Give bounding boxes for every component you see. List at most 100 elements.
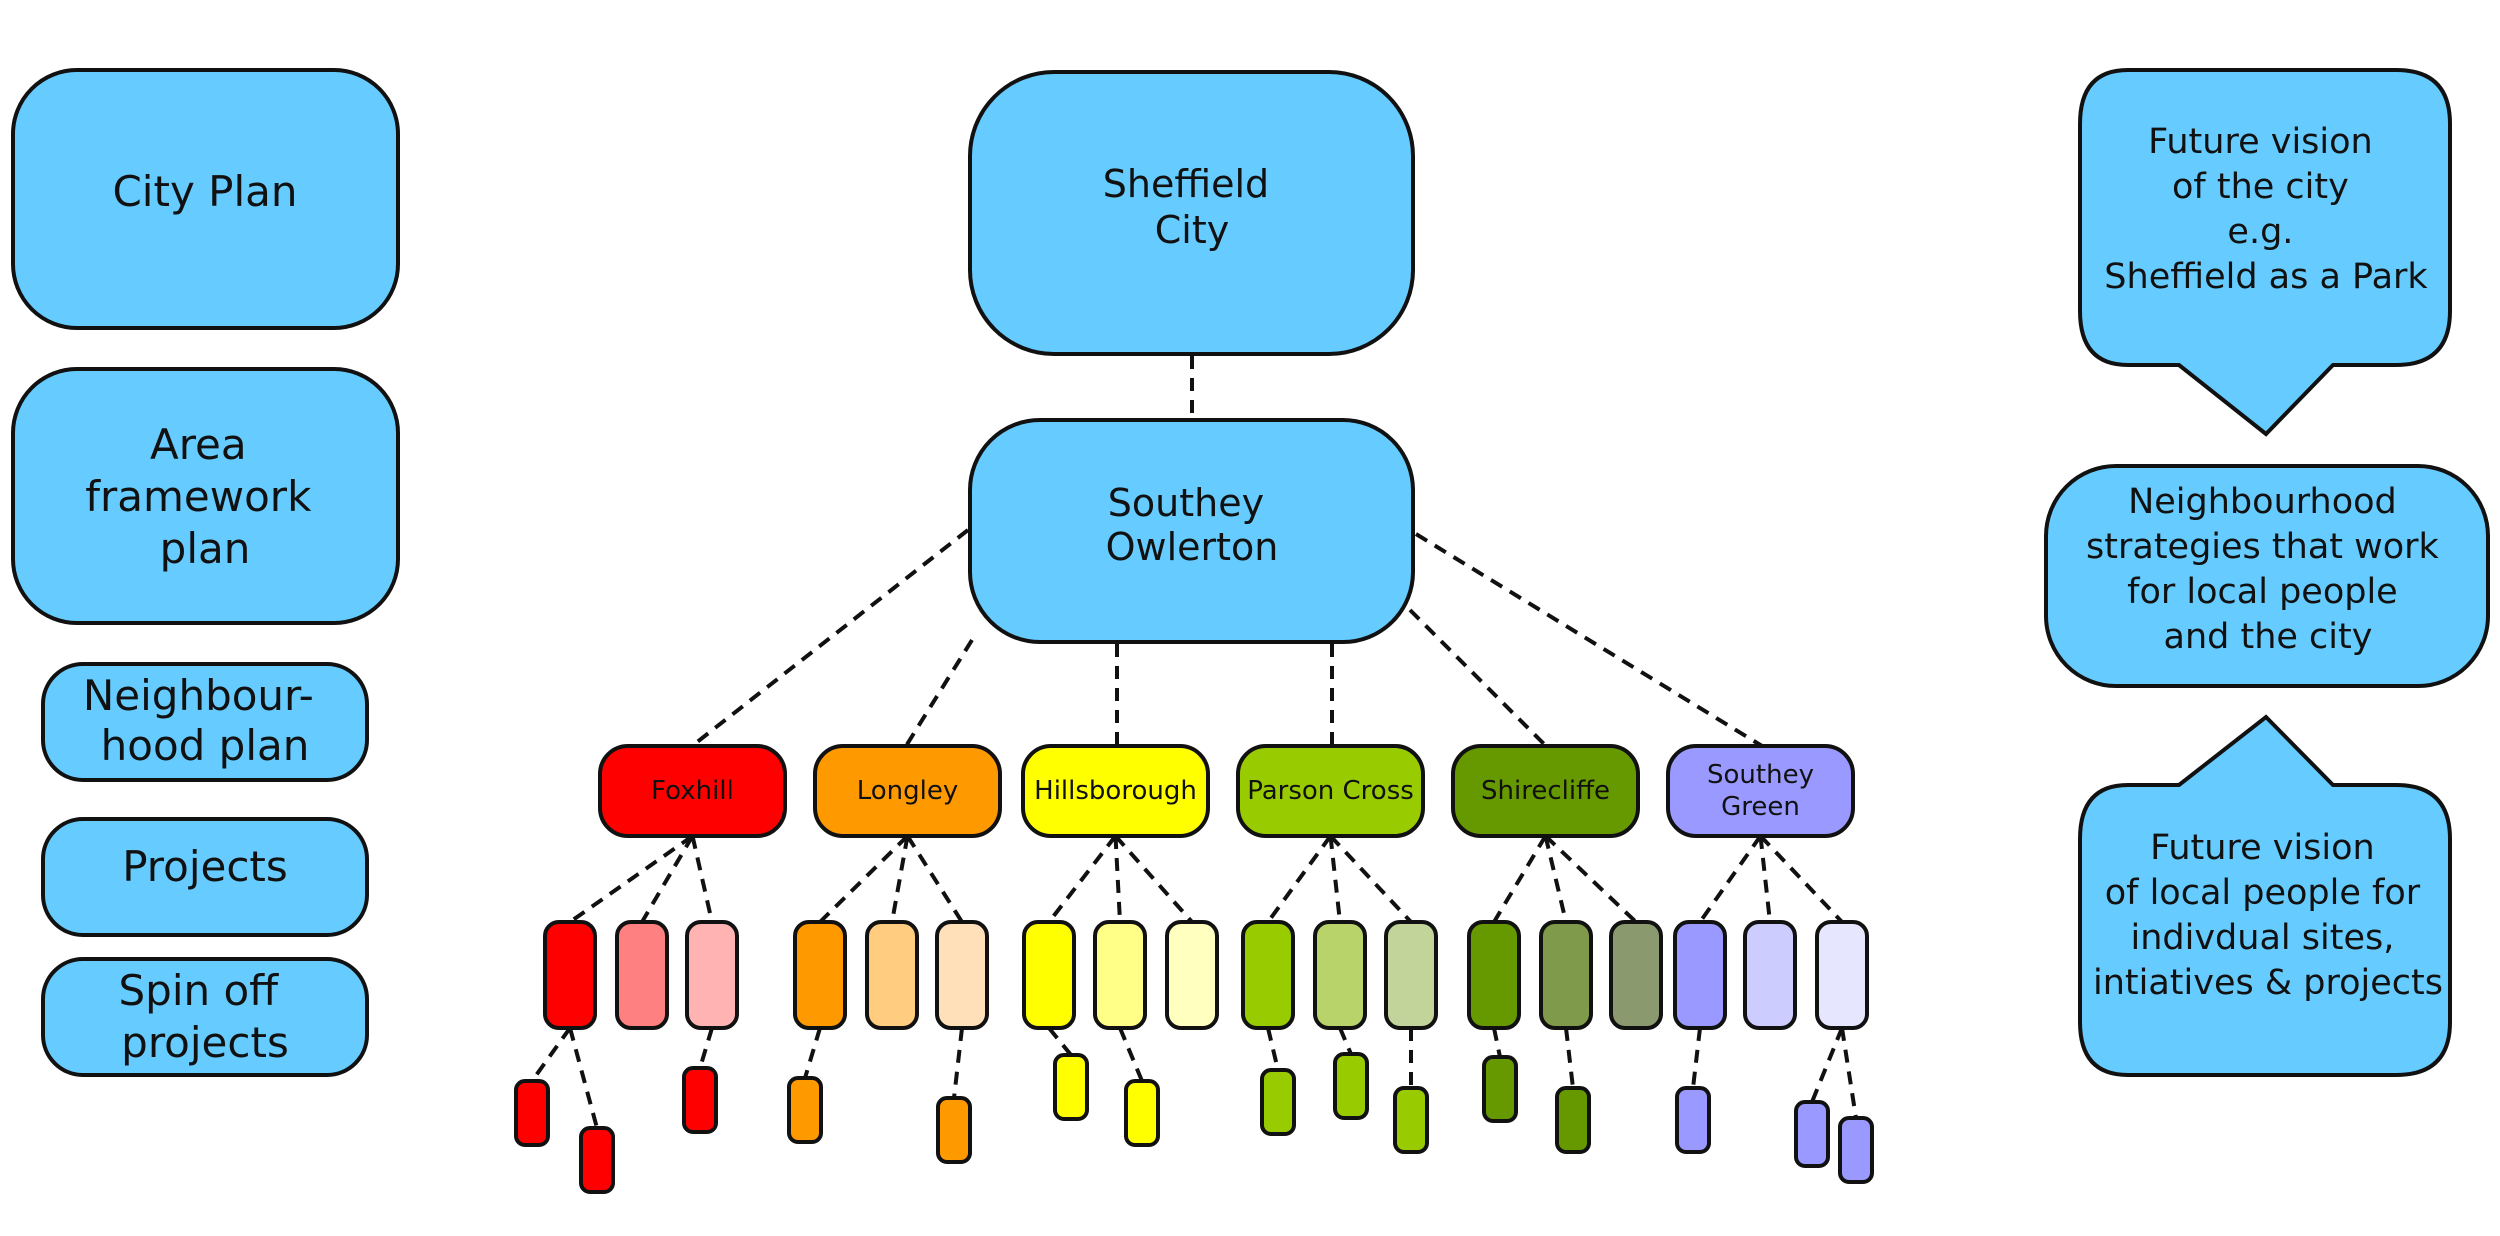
neighbourhood-box-hillsborough <box>1021 744 1210 838</box>
spin-off-node-parson-cross <box>1333 1052 1369 1120</box>
note-label-line: strategies that work <box>2086 527 2440 567</box>
connector-hillsborough-project <box>1114 834 1194 924</box>
connector-hillsborough-project <box>1113 835 1122 923</box>
project-node-shirecliffe <box>1467 920 1521 1030</box>
spin-off-node-parson-cross <box>1260 1068 1296 1136</box>
connector-southey-green-project <box>1759 834 1844 924</box>
connector-foxhill-spin-off <box>698 1027 714 1069</box>
connector-parson-cross-spin-off <box>1338 1027 1353 1055</box>
spin-off-nodes <box>514 1052 1874 1194</box>
level-box-spin-off-projects <box>41 957 369 1077</box>
note-label-future-vision-local: Future vision of local people for indivd… <box>2093 828 2443 1003</box>
connector-hillsborough-spin-off <box>1047 1026 1073 1057</box>
node-box-sheffield-city <box>968 70 1415 356</box>
connector-shirecliffe-spin-off <box>1564 1027 1575 1089</box>
level-neighbourhood-plan: Neighbour- hood plan <box>41 662 369 782</box>
connector-southey-green-spin-off <box>1840 1027 1858 1119</box>
connector-shirecliffe-project <box>1492 834 1548 924</box>
connector-parson-cross-project <box>1328 835 1342 923</box>
note-label-future-vision-city: Future vision of the city e.g. Sheffield… <box>2104 122 2428 297</box>
spin-off-node-southey-green <box>1794 1100 1830 1168</box>
connector-southey-green-project <box>1758 835 1772 923</box>
spin-off-node-hillsborough <box>1053 1053 1089 1121</box>
spin-off-node-southey-green <box>1838 1116 1874 1184</box>
level-box-city-plan <box>11 68 400 330</box>
note-future-vision-city: Future vision of the city e.g. Sheffield… <box>2078 68 2452 437</box>
node-box-southey-owlerton <box>968 418 1415 644</box>
note-label-line: intiatives & projects <box>2093 963 2443 1003</box>
connector-shirecliffe-spin-off <box>1492 1027 1502 1058</box>
connector-area-shirecliffe <box>1408 608 1548 748</box>
level-label-line: Area <box>150 420 247 469</box>
spin-off-node-longley <box>936 1096 972 1164</box>
connector-shirecliffe-project <box>1543 835 1568 923</box>
neighbourhood-label-line: Southey <box>1707 760 1814 790</box>
connector-foxhill-spin-off <box>568 1027 599 1129</box>
note-label-line: for local people <box>2127 572 2398 612</box>
level-box-area-framework-plan <box>11 367 400 625</box>
level-label-line: Spin off <box>119 966 280 1015</box>
connector-foxhill-spin-off <box>530 1026 572 1083</box>
project-node-parson-cross <box>1384 920 1438 1030</box>
spin-off-node-foxhill <box>682 1066 718 1134</box>
note-label-line: and the city <box>2164 617 2373 657</box>
project-node-southey-green <box>1815 920 1869 1030</box>
connector-area-longley <box>904 638 974 748</box>
connector-southey-green-spin-off <box>1691 1027 1702 1089</box>
project-node-longley <box>865 920 919 1030</box>
neighbourhood-label-longley: Longley <box>857 776 959 806</box>
level-box-neighbourhood-plan <box>41 662 369 782</box>
project-node-parson-cross <box>1241 920 1295 1030</box>
neighbourhood-box-shirecliffe <box>1451 744 1640 838</box>
note-label-line: Sheffield as a Park <box>2104 257 2428 297</box>
level-label-line: City Plan <box>112 167 297 216</box>
neighbourhood-label-line: Green <box>1721 792 1800 822</box>
center-hierarchy: Sheffield City Southey Owlerton Foxhill L… <box>514 70 1874 1194</box>
connector-lines <box>530 356 1858 1129</box>
connector-southey-green-project <box>1698 834 1763 924</box>
node-label-southey-owlerton: Southey Owlerton <box>1106 481 1279 569</box>
neighbourhood-nodes: Foxhill Longley Hillsborough Parson Cross Sh… <box>598 744 1855 838</box>
node-label-sheffield-city: Sheffield City <box>1103 162 1281 252</box>
neighbourhood-label-line: Foxhill <box>651 776 734 806</box>
neighbourhood-label-shirecliffe: Shirecliffe <box>1481 776 1610 806</box>
neighbourhood-foxhill: Foxhill <box>598 744 787 838</box>
neighbourhood-hillsborough: Hillsborough <box>1021 744 1210 838</box>
spin-off-node-shirecliffe <box>1482 1055 1518 1123</box>
node-label-line: Sheffield <box>1103 162 1269 206</box>
neighbourhood-label-line: Shirecliffe <box>1481 776 1610 806</box>
connector-shirecliffe-project <box>1544 834 1638 924</box>
connector-longley-spin-off <box>803 1027 822 1079</box>
connector-foxhill-project <box>690 835 714 923</box>
note-box-neighbourhood-strategies <box>2044 464 2490 688</box>
level-label-area-framework-plan: Area framework plan <box>85 420 325 573</box>
neighbourhood-box-parson-cross <box>1236 744 1425 838</box>
spin-off-node-parson-cross <box>1393 1086 1429 1154</box>
spin-off-node-foxhill <box>514 1079 550 1147</box>
connector-hillsborough-project <box>1047 834 1118 924</box>
project-node-longley <box>793 920 847 1030</box>
spin-off-node-longley <box>787 1076 823 1144</box>
note-label-neighbourhood-strategies: Neighbourhood strategies that work for l… <box>2086 482 2450 657</box>
note-label-line: Neighbourhood <box>2128 482 2397 522</box>
neighbourhood-label-parson-cross: Parson Cross <box>1247 776 1414 806</box>
neighbourhood-label-line: Parson Cross <box>1247 776 1414 806</box>
project-node-hillsborough <box>1022 920 1076 1030</box>
neighbourhood-label-foxhill: Foxhill <box>651 776 734 806</box>
note-label-line: e.g. <box>2227 212 2293 252</box>
node-label-line: Owlerton <box>1106 525 1279 569</box>
node-label-line: Southey <box>1108 481 1264 525</box>
connector-longley-project <box>905 834 964 924</box>
project-node-shirecliffe <box>1539 920 1593 1030</box>
project-nodes <box>543 920 1869 1030</box>
node-sheffield-city: Sheffield City <box>968 70 1415 356</box>
note-label-line: of local people for <box>2105 873 2421 913</box>
project-node-southey-green <box>1743 920 1797 1030</box>
neighbourhood-parson-cross: Parson Cross <box>1236 744 1425 838</box>
spin-off-node-hillsborough <box>1124 1079 1160 1147</box>
project-node-shirecliffe <box>1609 920 1663 1030</box>
project-node-hillsborough <box>1165 920 1219 1030</box>
